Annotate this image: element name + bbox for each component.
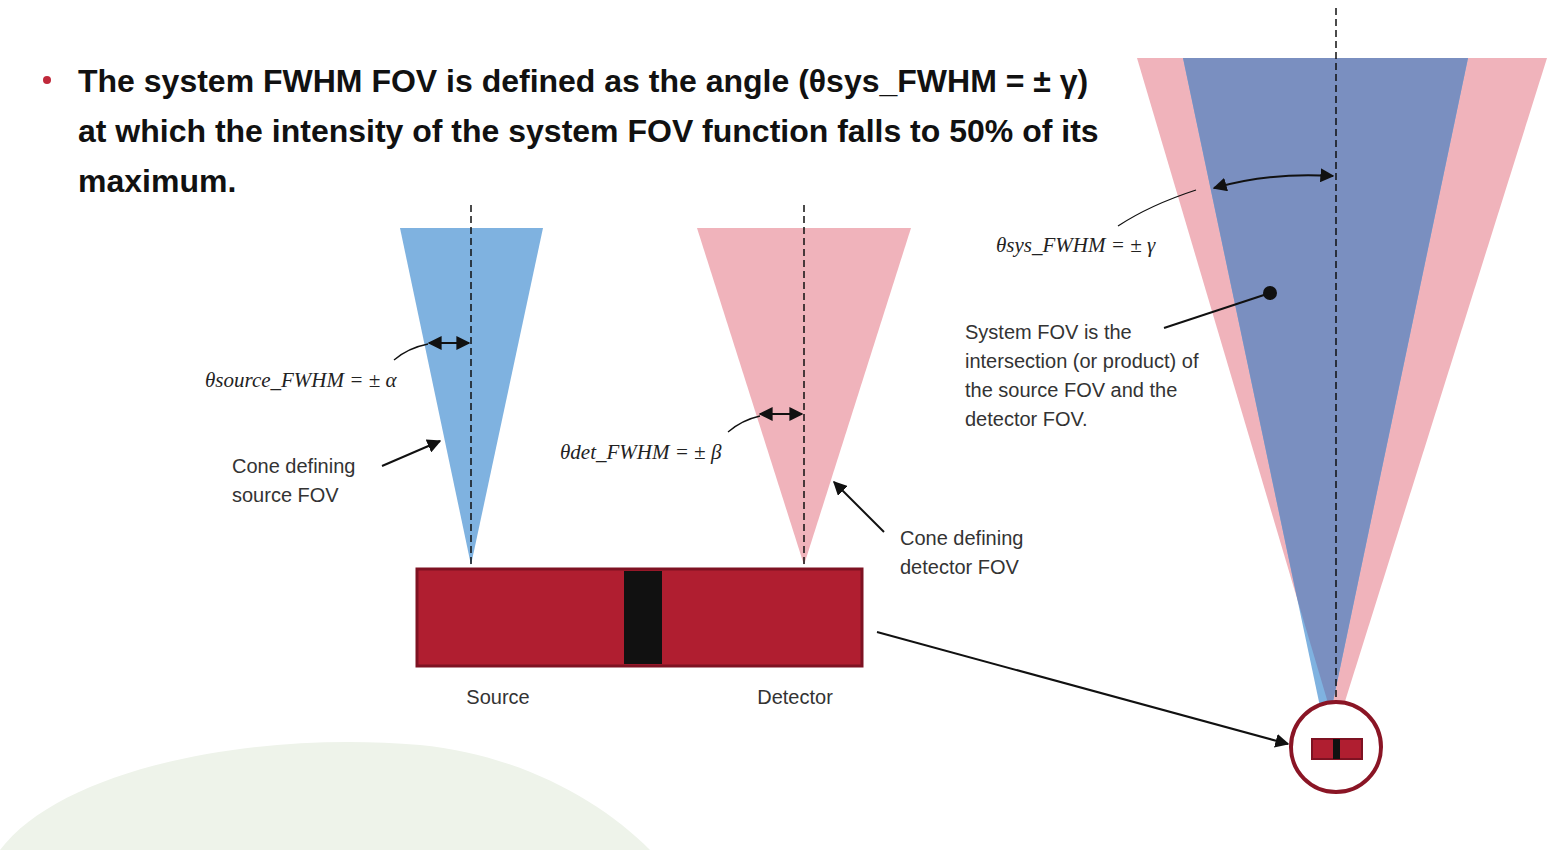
- angle-label: θsource_FWHM = ± α: [205, 366, 420, 395]
- probe-icon-circle: [1291, 702, 1381, 792]
- leader-line: [1118, 190, 1196, 226]
- leader-arrow: [877, 632, 1288, 744]
- system-fov-overlap: [1183, 58, 1468, 735]
- axis-line: [1335, 8, 1337, 740]
- leader-arrow: [834, 482, 884, 532]
- angle-label: θsys_FWHM = ± γ: [996, 231, 1186, 260]
- callout-text: System FOV is the intersection (or produ…: [965, 318, 1205, 434]
- probe-icon: [1312, 739, 1362, 759]
- part-label: Detector: [735, 683, 855, 712]
- leader-arrow: [382, 441, 440, 466]
- background-leaf: [0, 742, 650, 850]
- source-cone-large: [1183, 58, 1468, 735]
- angle-arrow: [760, 413, 802, 415]
- bullet-dot: [43, 76, 51, 84]
- leader-line: [394, 344, 428, 360]
- callout-text: Cone defining detector FOV: [900, 524, 1065, 582]
- angle-label: θdet_FWHM = ± β: [560, 438, 760, 467]
- axis-line: [470, 205, 472, 565]
- leader-line: [728, 416, 760, 432]
- axis-line: [803, 205, 805, 565]
- leader-line: [1164, 293, 1270, 328]
- angle-arrow: [429, 342, 469, 344]
- callout-text: Cone defining source FOV: [232, 452, 392, 510]
- slide-heading: The system FWHM FOV is defined as the an…: [78, 56, 1123, 206]
- probe-bar: [417, 569, 862, 666]
- angle-arc: [1214, 175, 1333, 188]
- part-label: Source: [438, 683, 558, 712]
- probe-icon-divider: [1333, 739, 1340, 759]
- probe-divider: [624, 571, 662, 664]
